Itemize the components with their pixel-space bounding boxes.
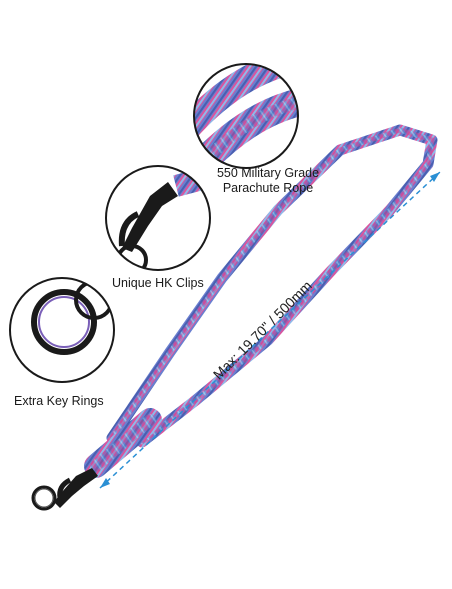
clips-feature-label: Unique HK Clips — [112, 276, 204, 290]
rings-feature-label: Extra Key Rings — [14, 394, 104, 408]
dimension-line — [99, 171, 441, 489]
key-rings-callout — [9, 277, 115, 383]
hk-clip-callout — [105, 165, 211, 271]
rope-detail-callout — [193, 63, 299, 169]
rope-feature-line2: Parachute Rope — [222, 181, 314, 195]
lanyard-rope — [106, 124, 438, 448]
hk-clip — [54, 468, 98, 508]
key-ring — [31, 485, 57, 511]
rope-feature-line1: 550 Military Grade — [216, 166, 320, 180]
rope-feature-label: 550 Military Grade Parachute Rope — [204, 166, 332, 196]
cobra-weave-section — [84, 408, 162, 478]
